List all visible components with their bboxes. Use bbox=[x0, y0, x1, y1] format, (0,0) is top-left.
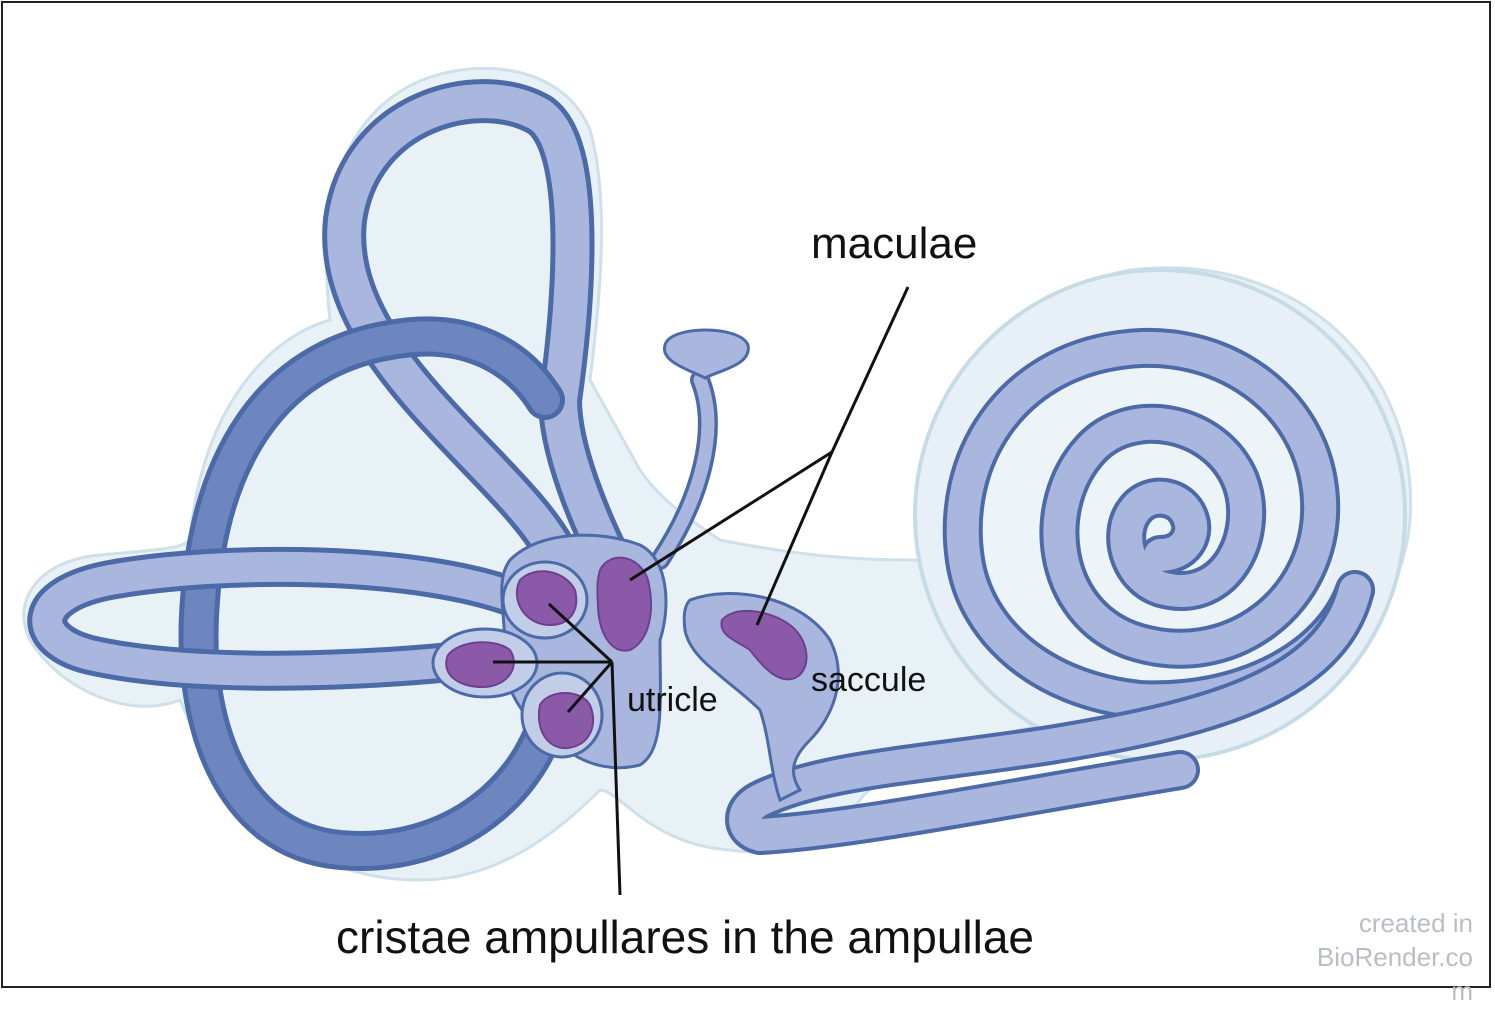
cristae-line-3 bbox=[566, 661, 614, 713]
macula-saccule bbox=[720, 609, 808, 681]
leader-lines bbox=[493, 286, 910, 896]
cochlea bbox=[725, 268, 1407, 855]
crista-1 bbox=[515, 570, 578, 627]
cristae-line-main bbox=[610, 661, 622, 896]
maculae-line-main bbox=[830, 286, 910, 453]
maculae-line-utricle bbox=[629, 450, 833, 582]
label-saccule: saccule bbox=[811, 661, 927, 699]
sensory-patches bbox=[445, 556, 808, 750]
crista-3 bbox=[537, 692, 594, 750]
endolymphatic-duct bbox=[650, 328, 750, 570]
crista-2 bbox=[445, 641, 515, 689]
cristae-line-1 bbox=[547, 602, 614, 664]
biorender-watermark: created in BioRender.co m bbox=[1283, 906, 1473, 1008]
watermark-line-2: BioRender.co bbox=[1316, 942, 1473, 972]
maculae-line-saccule bbox=[755, 451, 834, 626]
macula-utricle bbox=[596, 556, 652, 652]
label-maculae: maculae bbox=[811, 219, 978, 268]
watermark-line-3: m bbox=[1451, 976, 1473, 1006]
label-utricle: utricle bbox=[627, 681, 718, 719]
watermark-line-1: created in bbox=[1358, 908, 1473, 938]
semicircular-canals bbox=[27, 79, 632, 871]
label-cristae-ampullares: cristae ampullares in the ampullae bbox=[336, 911, 1035, 963]
